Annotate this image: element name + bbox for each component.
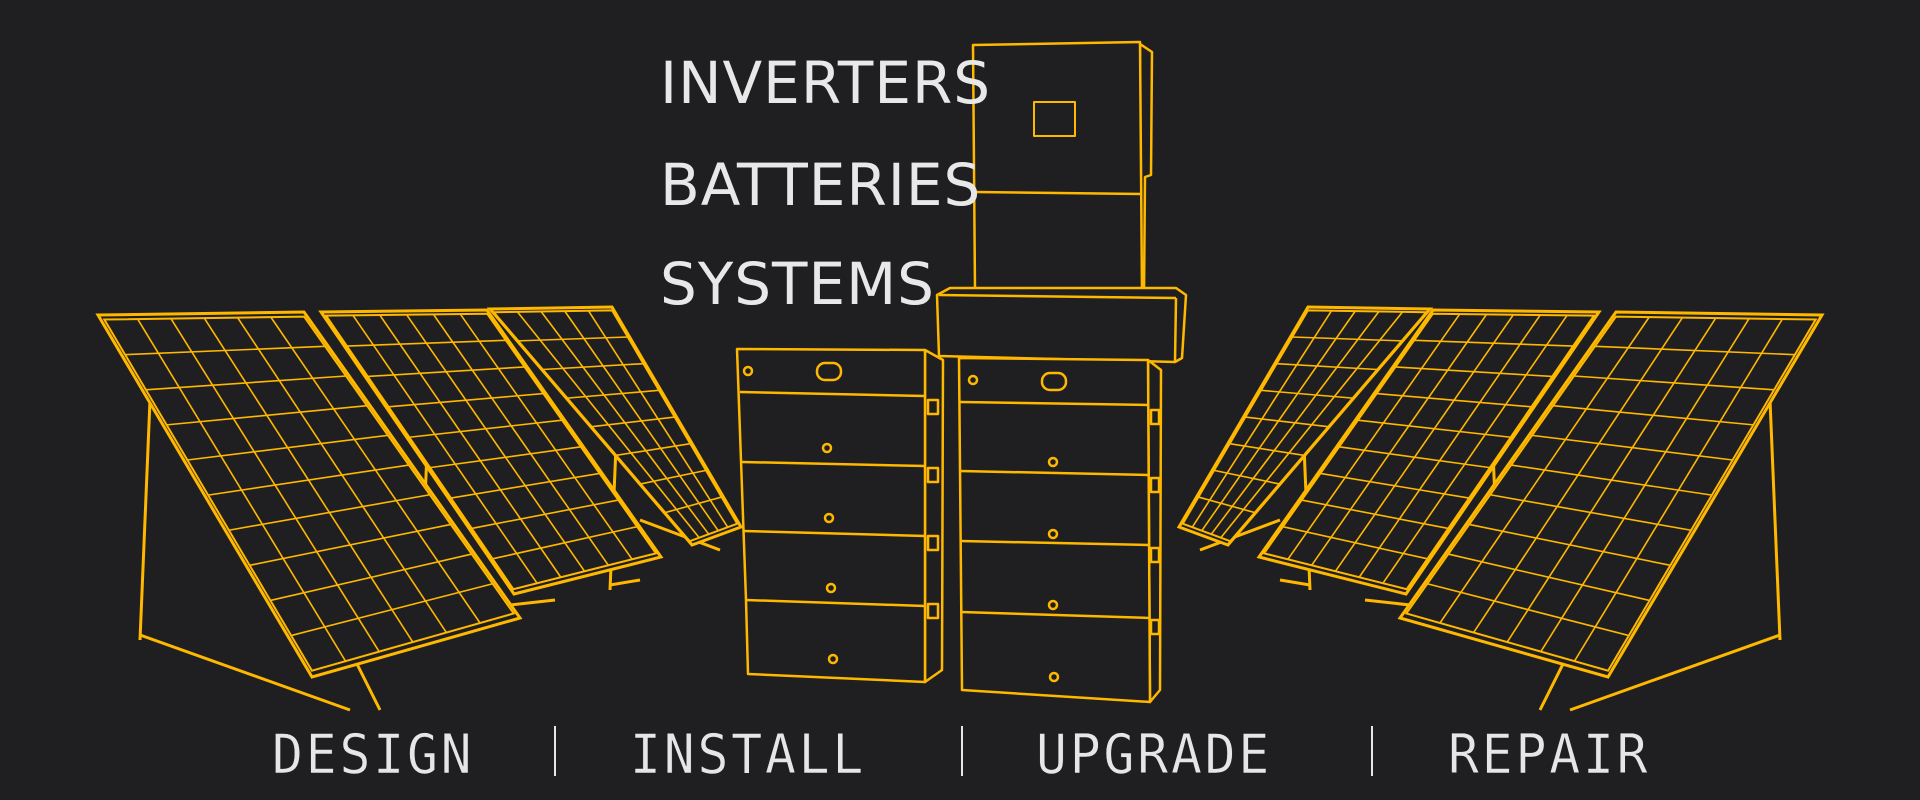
headline-systems: SYSTEMS <box>660 250 935 318</box>
solar-panel-icon <box>1176 305 1434 591</box>
battery-stack-left <box>735 347 945 684</box>
inverter-base <box>935 286 1188 364</box>
solar-panel-icon <box>1397 310 1825 712</box>
equipment <box>735 40 1188 704</box>
service-install: INSTALL <box>630 723 867 786</box>
service-repair: REPAIR <box>1448 723 1651 786</box>
headline-inverters: INVERTERS <box>660 49 992 117</box>
separator <box>1371 726 1373 776</box>
service-design: DESIGN <box>272 723 475 786</box>
service-upgrade: UPGRADE <box>1036 723 1273 786</box>
solar-panels <box>95 305 1825 712</box>
battery-stack-right <box>957 356 1163 704</box>
solar-panel-icon <box>486 305 744 591</box>
separator <box>961 726 963 776</box>
inverter-icon <box>971 40 1154 296</box>
separator <box>554 726 556 776</box>
headline-batteries: BATTERIES <box>660 151 982 219</box>
solar-panel-icon <box>95 310 523 712</box>
